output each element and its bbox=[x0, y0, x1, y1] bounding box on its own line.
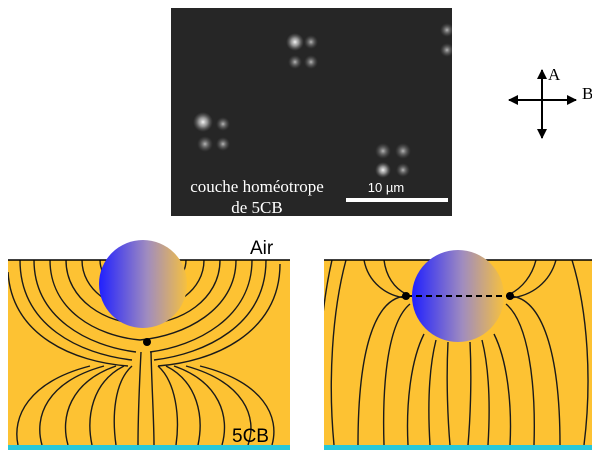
polarizer-a-label: A bbox=[548, 65, 561, 84]
defect-pattern-3 bbox=[375, 143, 411, 178]
diagram-left-point-defect: Air 5CB bbox=[8, 238, 290, 450]
micrograph-caption-line2: de 5CB bbox=[231, 198, 282, 216]
line-defect-end-left bbox=[402, 292, 410, 300]
substrate bbox=[8, 445, 290, 450]
defect-pattern-1 bbox=[286, 33, 318, 69]
polarizer-cross: A B bbox=[508, 65, 592, 139]
micrograph: couche homéotrope de 5CB 10 µm bbox=[171, 8, 452, 216]
micrograph-caption-line1: couche homéotrope bbox=[190, 177, 324, 196]
field-lines bbox=[8, 260, 281, 445]
scale-bar bbox=[346, 198, 448, 202]
scale-bar-label: 10 µm bbox=[368, 180, 404, 195]
droplet bbox=[99, 240, 187, 328]
field-lines bbox=[324, 260, 589, 445]
substrate bbox=[324, 445, 592, 450]
diagram-right-line-defect bbox=[324, 250, 592, 450]
polarizer-b-label: B bbox=[582, 84, 592, 103]
defect-pattern-4 bbox=[440, 23, 452, 57]
line-defect-end-right bbox=[506, 292, 514, 300]
lc-label: 5CB bbox=[232, 426, 269, 447]
point-defect bbox=[143, 338, 151, 346]
air-label: Air bbox=[250, 238, 274, 259]
defect-pattern-2 bbox=[193, 112, 230, 152]
